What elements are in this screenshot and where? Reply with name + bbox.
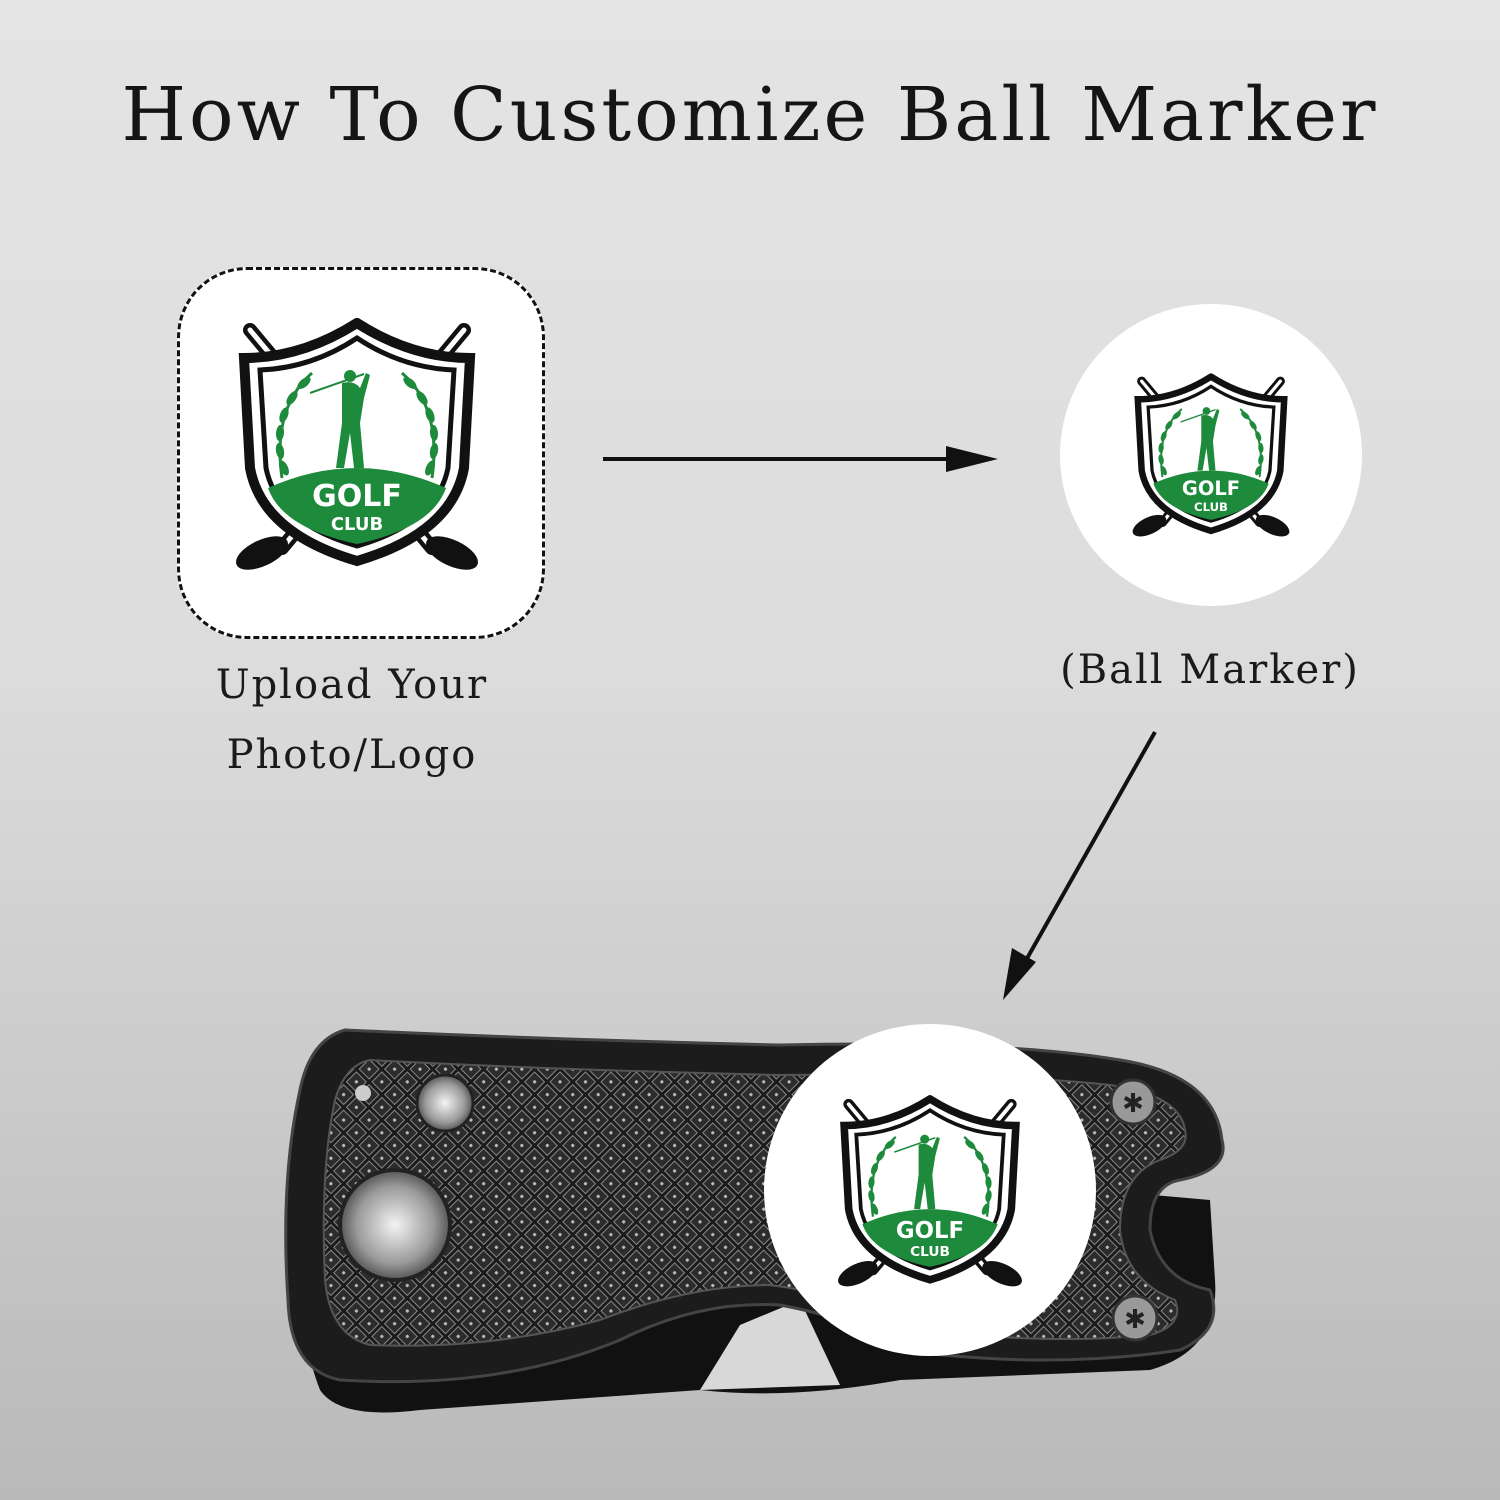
- arrow-down-icon: [1003, 731, 1157, 1000]
- tool-blade: [700, 1300, 840, 1390]
- logo-text-club: CLUB: [331, 514, 383, 535]
- release-button: [415, 1073, 475, 1133]
- upload-label-line2: Photo/Logo: [226, 732, 478, 778]
- flip-button: [338, 1168, 452, 1282]
- upload-label-line1: Upload Your: [215, 662, 489, 708]
- logo-text-club: CLUB: [1194, 500, 1228, 514]
- screw-head-icon: ✱: [1124, 1305, 1146, 1335]
- screw-head-icon: ✱: [1122, 1089, 1144, 1119]
- logo-text-golf: GOLF: [312, 479, 402, 514]
- screw-icon: [1109, 1078, 1157, 1126]
- golf-club-logo: GOLF CLUB: [232, 318, 482, 573]
- arrow-right-icon: [603, 446, 998, 472]
- golf-club-logo: GOLF CLUB: [834, 1099, 1025, 1292]
- upload-logo-area[interactable]: GOLF CLUB: [177, 267, 545, 639]
- golf-club-logo: GOLF CLUB: [1130, 367, 1292, 545]
- ball-marker-preview: GOLF CLUB: [1060, 304, 1362, 606]
- screw-icon: [1111, 1294, 1159, 1342]
- ball-marker-label: (Ball Marker): [1060, 647, 1360, 693]
- logo-text-golf: GOLF: [896, 1218, 964, 1244]
- rivet-icon: [355, 1085, 371, 1101]
- logo-text-club: CLUB: [910, 1244, 950, 1260]
- logo-text-golf: GOLF: [1182, 477, 1240, 500]
- page-title: How To Customize Ball Marker: [121, 72, 1379, 158]
